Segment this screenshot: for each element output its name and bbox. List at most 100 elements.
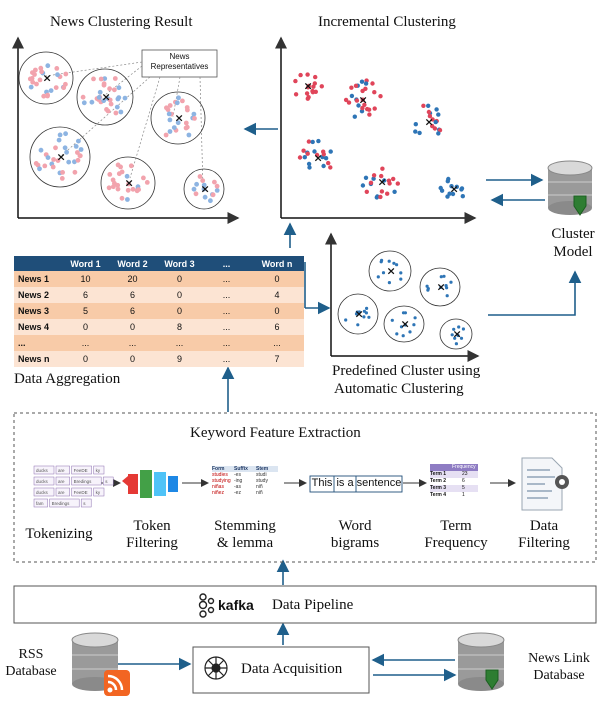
cluster-point: [360, 183, 366, 188]
cluster-point: [112, 76, 118, 81]
cluster-point: [457, 325, 461, 329]
cluster-point: [141, 175, 146, 181]
cluster-point: [116, 85, 122, 91]
data-filtering-doc-icon: [521, 457, 569, 511]
cluster-point: [185, 107, 190, 113]
cluster-point: [193, 191, 199, 197]
stem-table-cell: -ez: [234, 490, 241, 496]
cluster-point: [395, 332, 399, 336]
cluster-point: [45, 155, 51, 161]
centroid-marker: ×: [378, 176, 387, 189]
cluster-point: [434, 107, 439, 112]
cluster-point: [45, 63, 51, 69]
table-cell: ...: [156, 335, 203, 351]
table-cell: News 1: [14, 271, 62, 287]
cluster-point: [34, 81, 39, 87]
token-chip: [71, 487, 92, 497]
table-cell: 20: [109, 271, 156, 287]
centroid-marker: ×: [437, 281, 446, 294]
cluster-point: [306, 139, 312, 144]
bigram-sentence-box: [309, 475, 403, 493]
cluster-point: [417, 130, 422, 136]
cluster-point: [297, 155, 303, 160]
data-acquisition-box: [192, 646, 370, 694]
cluster-point: [53, 85, 59, 90]
table-cell: 0: [62, 319, 109, 335]
cluster-point: [442, 274, 446, 278]
cluster-point: [306, 161, 312, 167]
table-cell: ...: [203, 271, 250, 287]
cluster-point: [101, 81, 107, 87]
cluster-point: [164, 105, 169, 111]
table-cell: ...: [62, 335, 109, 351]
cluster-point: [144, 180, 150, 185]
cluster-point: [349, 85, 354, 90]
table-cell: 5: [62, 303, 109, 319]
cluster-point: [316, 138, 321, 144]
cluster-point: [439, 285, 443, 289]
table-cell: 6: [62, 287, 109, 303]
cluster-point: [119, 195, 125, 201]
kafka-logo-text: kafka: [218, 597, 254, 613]
centroid-marker: ×: [57, 151, 66, 164]
cluster-point: [370, 81, 375, 86]
cluster-point: [379, 173, 384, 179]
centroid-marker: ×: [355, 308, 364, 321]
cluster-point: [368, 180, 374, 185]
flow-arrows: [117, 122, 582, 682]
cluster-point: [391, 176, 396, 182]
cluster-point: [33, 67, 38, 73]
table-header-cell: [14, 256, 62, 271]
cluster-point: [202, 194, 208, 200]
cluster-point: [392, 261, 396, 265]
cluster-point: [134, 188, 140, 194]
cluster-point: [387, 181, 392, 186]
cluster-point: [293, 92, 299, 97]
cluster-point: [98, 76, 104, 82]
stem-table-cell: Stem: [256, 466, 269, 472]
tf-term: Term 4: [430, 492, 447, 498]
cluster-point: [312, 81, 317, 86]
table-cell: ...: [109, 335, 156, 351]
incremental-clustering-title: Incremental Clustering: [318, 14, 456, 30]
tf-term: Term 3: [430, 485, 447, 491]
cluster-point: [376, 275, 380, 279]
cluster-point: [107, 97, 113, 103]
kafka-icon: [198, 593, 215, 618]
table-row: ..................: [14, 335, 304, 351]
cluster-point: [72, 159, 77, 165]
cluster-point: [81, 100, 87, 106]
cluster-point: [381, 271, 386, 275]
token-chip-text: are: [58, 479, 65, 484]
cluster-point: [328, 149, 333, 154]
news-clustering-title: News Clustering Result: [50, 14, 193, 30]
cluster-point: [436, 112, 441, 117]
cluster-point: [119, 169, 125, 175]
cluster-point: [430, 117, 435, 122]
cluster-point: [453, 336, 457, 340]
cluster-point: [310, 90, 316, 95]
tf-term: Term 2: [430, 478, 447, 484]
cluster-point: [349, 93, 355, 99]
table-cell: ...: [14, 335, 62, 351]
predefined-axes: [325, 232, 480, 362]
news-result-clusters: [18, 51, 225, 210]
cluster-point: [445, 294, 449, 298]
cluster-point: [380, 166, 385, 171]
data-pipeline-label: Data Pipeline: [272, 597, 354, 613]
cluster-point: [430, 123, 435, 129]
cluster-point: [450, 191, 456, 197]
cluster-point: [387, 281, 391, 285]
token-chip-text: ducks: [36, 468, 49, 473]
centroid-marker: ×: [401, 318, 410, 331]
tf-count: 1: [462, 492, 465, 498]
cluster-point: [75, 150, 80, 155]
